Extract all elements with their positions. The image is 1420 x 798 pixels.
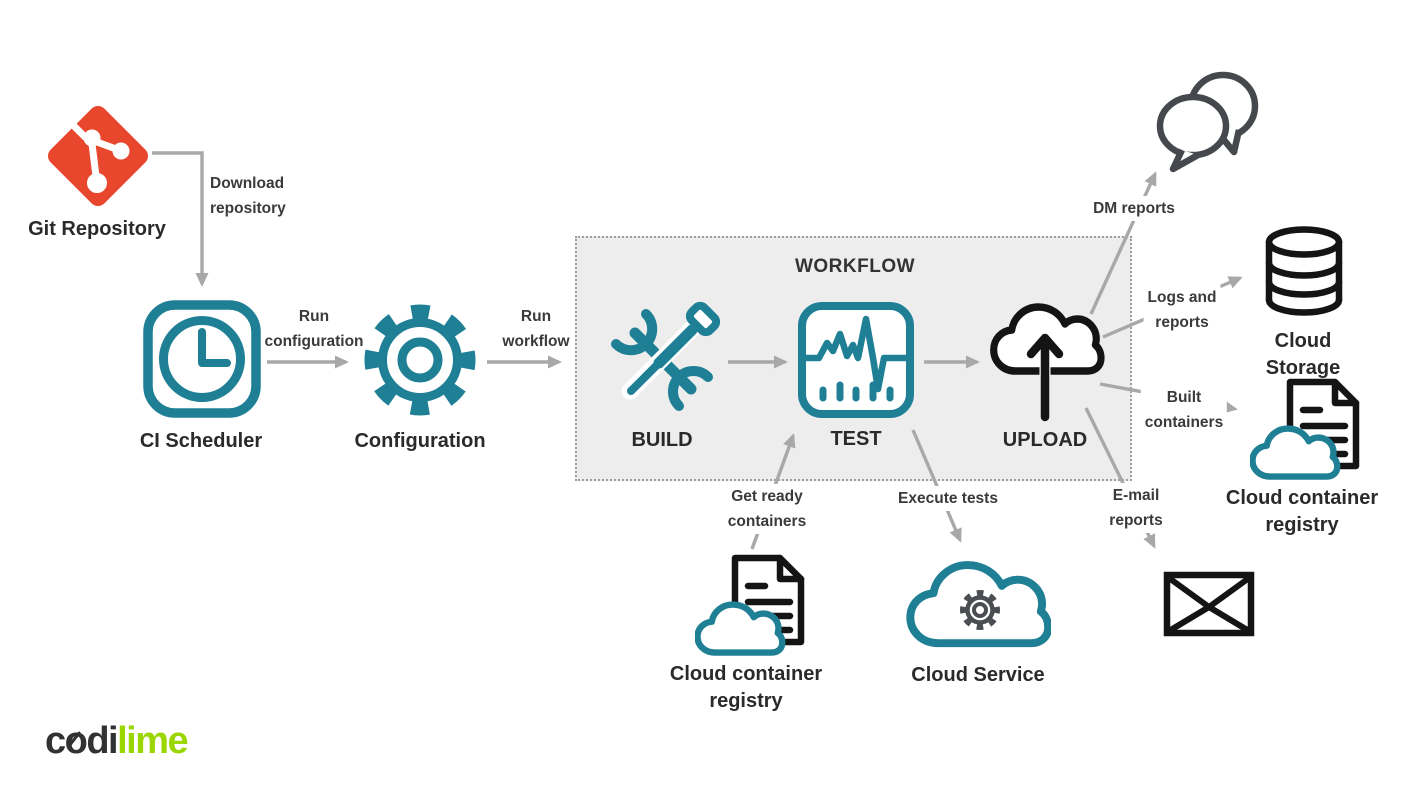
cloud-service-label: Cloud Service <box>911 664 1045 686</box>
dm-reports-label: DM reports <box>1089 196 1179 222</box>
get-ready-containers-label: Get ready containers <box>723 484 811 535</box>
codilime-logo: codilime <box>45 720 189 762</box>
configuration-label: Configuration <box>354 430 486 452</box>
workflow-group-title: WORKFLOW <box>794 256 916 277</box>
build-tools-icon <box>611 301 721 411</box>
cloud-container-registry-bottom-label: Cloud container registry <box>669 663 823 712</box>
upload-label: UPLOAD <box>1002 429 1088 451</box>
chat-bubbles-icon <box>1156 71 1259 173</box>
document-cloud-icon <box>695 554 805 656</box>
logo-text-lime: lime <box>117 720 189 762</box>
built-containers-label: Built containers <box>1140 385 1228 436</box>
test-monitor-icon <box>798 302 914 418</box>
cloud-container-registry-right-label: Cloud container registry <box>1225 487 1379 536</box>
logs-and-reports-label: Logs and reports <box>1143 285 1221 336</box>
git-icon <box>47 105 149 207</box>
git-repository-label: Git Repository <box>28 218 166 240</box>
download-repository-label: Download repository <box>210 175 286 218</box>
run-workflow-label: Run workflow <box>502 308 570 351</box>
test-label: TEST <box>830 428 882 450</box>
logo-text-dark: codi <box>45 720 119 762</box>
run-configuration-label: Run configuration <box>264 308 364 351</box>
envelope-icon <box>1163 571 1255 637</box>
upload-cloud-icon <box>990 303 1105 422</box>
cloud-gear-icon <box>906 561 1051 648</box>
execute-tests-label: Execute tests <box>894 486 1002 512</box>
database-icon <box>1265 226 1343 316</box>
clock-icon <box>143 300 261 418</box>
cloud-storage-label: Cloud Storage <box>1265 330 1341 379</box>
document-cloud-icon <box>1250 378 1360 480</box>
build-label: BUILD <box>631 429 693 451</box>
email-reports-label: E-mail reports <box>1105 483 1167 534</box>
ci-scheduler-label: CI Scheduler <box>139 430 263 452</box>
gear-icon <box>364 304 476 416</box>
